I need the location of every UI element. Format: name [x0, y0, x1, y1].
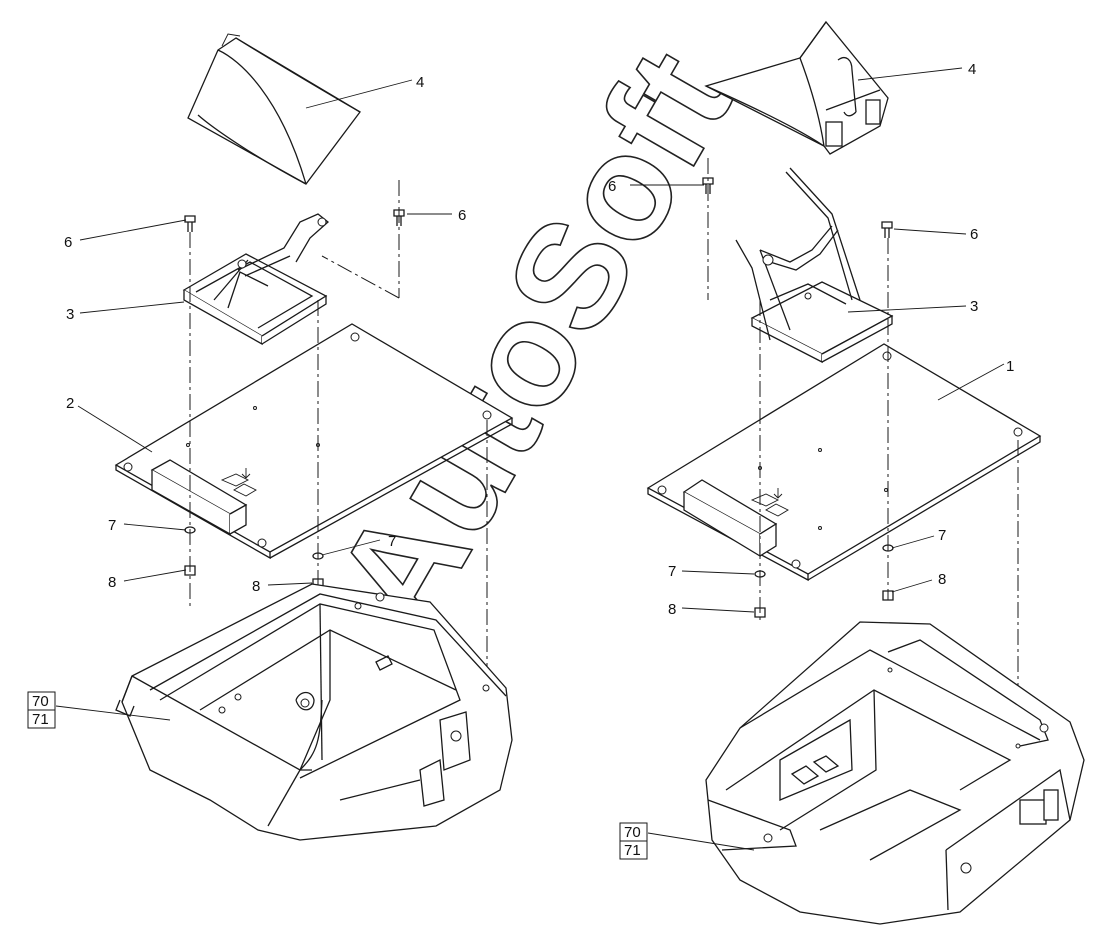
callout-right-4: 4 [968, 61, 976, 78]
callout-right-3: 3 [970, 298, 978, 315]
right-leaders [630, 67, 1005, 851]
left-chock-bracket [182, 213, 330, 346]
callout-left-70: 70 [32, 693, 49, 710]
left-assembly: 4 6 6 3 2 7 7 8 8 70 71 [27, 33, 514, 841]
callout-right-71: 71 [624, 842, 641, 859]
callout-left-6a: 6 [64, 234, 72, 251]
callout-right-1: 1 [1006, 358, 1014, 375]
callout-right-6b: 6 [970, 226, 978, 243]
callout-right-8: 8 [938, 571, 946, 588]
right-assembly: 4 6 6 3 1 7 7 8 8 70 71 [608, 20, 1085, 925]
left-leaders [55, 79, 452, 721]
callout-left-71: 71 [32, 711, 49, 728]
right-callouts: 4 6 6 3 1 7 7 8 8 70 71 [608, 61, 1014, 860]
right-chock-bracket [735, 167, 894, 364]
right-housing [705, 621, 1085, 925]
left-callouts: 4 6 6 3 2 7 7 8 8 70 71 [27, 74, 466, 729]
left-base-plate [114, 323, 514, 560]
left-fasteners [184, 209, 405, 589]
callout-right-7b: 7 [668, 563, 676, 580]
callout-left-3: 3 [66, 306, 74, 323]
callout-right-8b: 8 [668, 601, 676, 618]
left-housing [115, 583, 513, 841]
callout-left-7: 7 [108, 517, 116, 534]
callout-right-70: 70 [624, 824, 641, 841]
callout-right-6a: 6 [608, 178, 616, 195]
callout-left-8b: 8 [252, 578, 260, 595]
right-axis-lines [707, 158, 1019, 760]
callout-left-2: 2 [66, 395, 74, 412]
right-base-plate [646, 343, 1042, 582]
callout-left-6b: 6 [458, 207, 466, 224]
right-wheel-chock [704, 20, 889, 155]
callout-left-7b: 7 [388, 533, 396, 550]
left-wheel-chock [187, 33, 361, 185]
callout-left-4: 4 [416, 74, 424, 91]
callout-left-8: 8 [108, 574, 116, 591]
callout-right-7: 7 [938, 527, 946, 544]
